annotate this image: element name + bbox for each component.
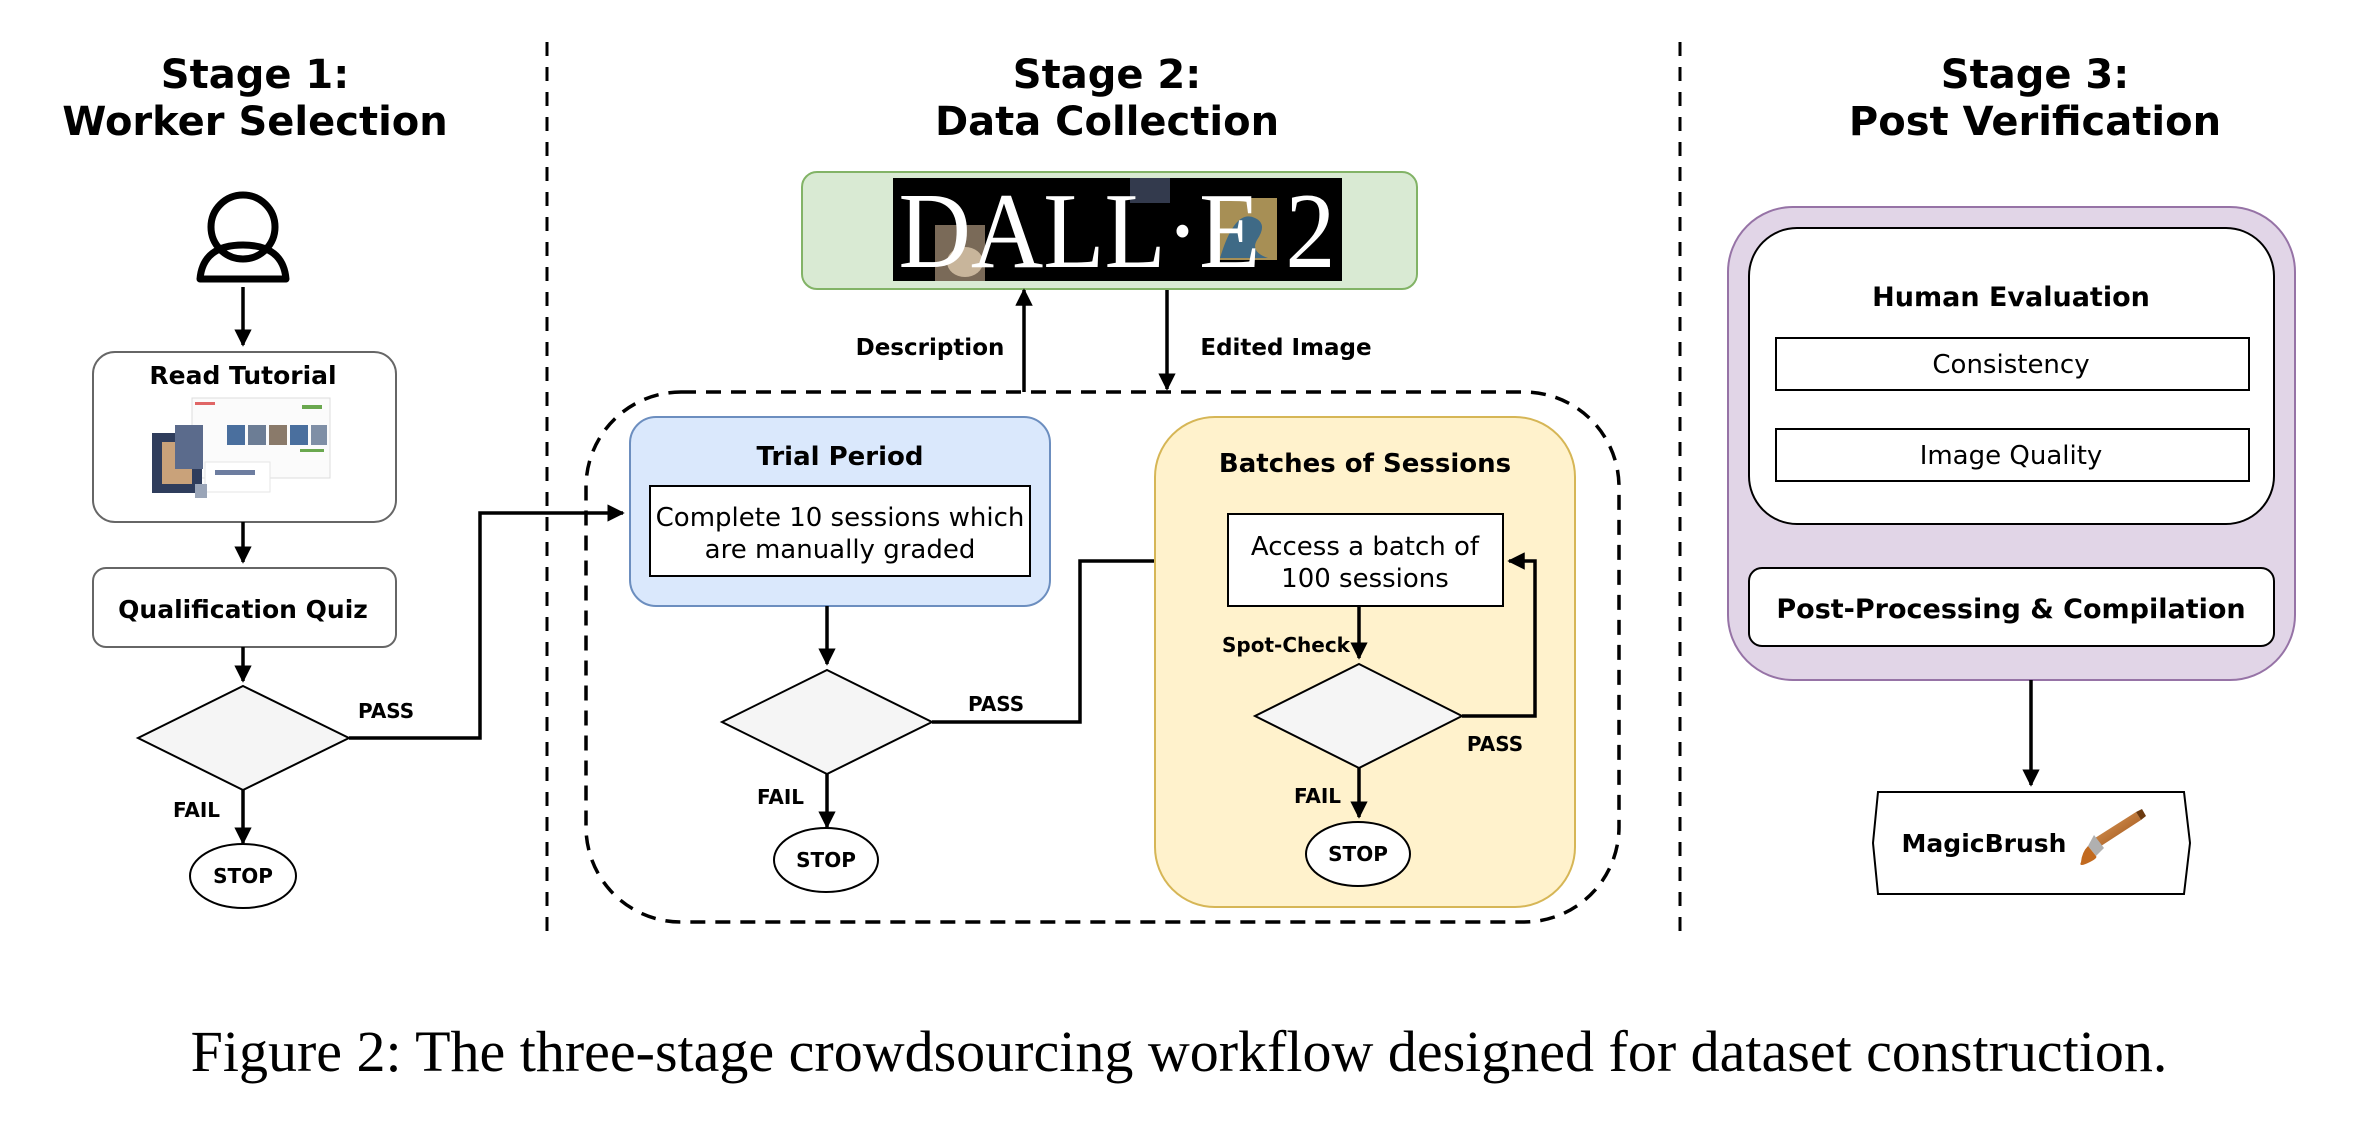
- user-icon: [196, 191, 290, 283]
- image-quality-label: Image Quality: [1920, 441, 2103, 471]
- trial-period-task-box: [649, 485, 1031, 577]
- stage2-title: Stage 2: Data Collection: [935, 52, 1279, 145]
- stage3-title: Stage 3: Post Verification: [1849, 52, 2221, 145]
- human-evaluation-title: Human Evaluation: [1872, 282, 2150, 313]
- description-label: Description: [856, 335, 1005, 361]
- stage1-title: Stage 1: Worker Selection: [62, 52, 448, 145]
- batches-stop-label: STOP: [1328, 842, 1388, 866]
- stage3-panel: Human Evaluation Consistency Image Quali…: [1727, 206, 2296, 681]
- read-tutorial-box: Read Tutorial: [92, 351, 397, 523]
- stage2-title-line2: Data Collection: [935, 99, 1279, 145]
- figure-caption: Figure 2: The three-stage crowdsourcing …: [191, 1019, 2168, 1084]
- stage1-stop-label: STOP: [213, 864, 273, 888]
- batches-task-box: [1227, 513, 1504, 607]
- spot-check-label: Spot-Check: [1222, 633, 1351, 657]
- stage2-dashed-container: [584, 390, 1621, 924]
- stage1-title-line1: Stage 1:: [161, 52, 349, 98]
- trial-stop: STOP: [773, 827, 879, 893]
- magicbrush-output: MagicBrush: [1871, 791, 2192, 895]
- trial-stop-label: STOP: [796, 848, 856, 872]
- stage1-fail-label: FAIL: [173, 798, 220, 822]
- stage1-decision-diamond: [135, 684, 352, 792]
- image-quality-box: [1775, 428, 2250, 482]
- post-processing-box: [1748, 567, 2275, 647]
- post-processing-label: Post-Processing & Compilation: [1776, 594, 2245, 625]
- batches-text-line2: 100 sessions: [1281, 564, 1449, 594]
- dalle-box: DALL·E 2: [801, 171, 1418, 291]
- batches-pass-label: PASS: [1467, 732, 1523, 756]
- trial-period-text-line1: Complete 10 sessions which: [656, 503, 1025, 533]
- batches-title: Batches of Sessions: [1219, 449, 1511, 479]
- batches-fail-label: FAIL: [1294, 784, 1341, 808]
- brush-icon: [2080, 809, 2146, 865]
- read-tutorial-label: Read Tutorial: [149, 361, 336, 390]
- stage2-title-line1: Stage 2:: [1013, 52, 1201, 98]
- magicbrush-label: MagicBrush: [1902, 829, 2067, 858]
- edited-image-label: Edited Image: [1200, 335, 1371, 361]
- batches-stop: STOP: [1305, 821, 1411, 887]
- stage1-pass-label: PASS: [358, 699, 414, 723]
- stage3-title-line2: Post Verification: [1849, 99, 2221, 145]
- trial-period-text-line2: are manually graded: [705, 535, 976, 565]
- stage1-stop: STOP: [189, 843, 297, 909]
- trial-period-panel: Trial Period Complete 10 sessions which …: [629, 416, 1051, 607]
- qualification-quiz-label: Qualification Quiz: [118, 595, 368, 624]
- trial-decision-diamond: [719, 668, 935, 776]
- arrow-trial-pass-to-batches: [932, 552, 1224, 724]
- consistency-box: [1775, 337, 2250, 391]
- batches-panel: Batches of Sessions Access a batch of 10…: [1154, 416, 1576, 908]
- trial-fail-label: FAIL: [757, 785, 804, 809]
- arrow-pass-to-trial: [349, 504, 625, 740]
- qualification-quiz-box: Qualification Quiz: [92, 567, 397, 648]
- trial-pass-label: PASS: [968, 692, 1024, 716]
- arrow-batches-pass-loop: [1462, 552, 1537, 718]
- trial-period-title: Trial Period: [756, 442, 923, 472]
- dalle-logo-text: DALL·E 2: [899, 172, 1336, 291]
- batches-text-line1: Access a batch of: [1251, 532, 1480, 562]
- tutorial-thumbnail: [152, 397, 331, 498]
- stage1-title-line2: Worker Selection: [62, 99, 448, 145]
- dalle-logo: DALL·E 2: [893, 172, 1342, 291]
- consistency-label: Consistency: [1932, 350, 2089, 380]
- stage3-title-line1: Stage 3:: [1941, 52, 2129, 98]
